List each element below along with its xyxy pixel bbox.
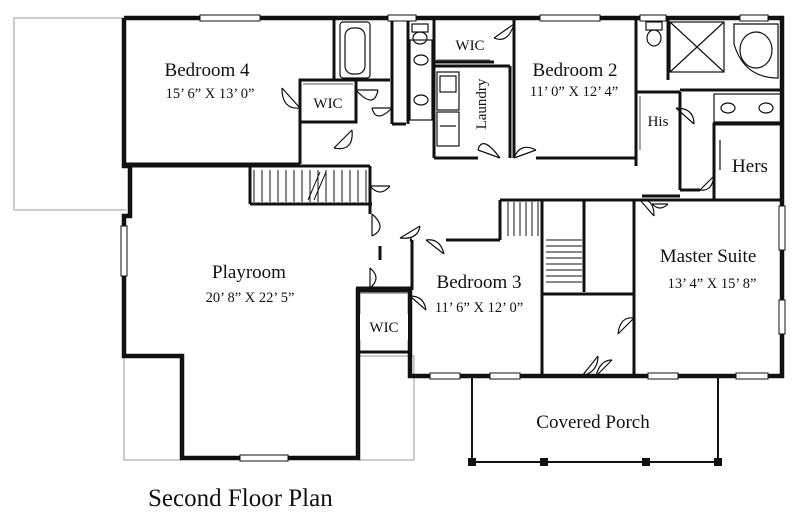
double-vanity-icon bbox=[713, 93, 783, 123]
bathtub-icon bbox=[339, 21, 371, 79]
bedroom3-name: Bedroom 3 bbox=[437, 272, 522, 293]
hers-closet-label: Hers bbox=[732, 156, 768, 177]
exterior-walls bbox=[121, 15, 785, 461]
master-suite-dims: 13’ 4” X 15’ 8” bbox=[668, 276, 757, 292]
his-closet-label: His bbox=[648, 114, 669, 130]
door-swings bbox=[281, 23, 715, 377]
dryer-icon bbox=[436, 111, 460, 147]
roof-outlines bbox=[13, 17, 415, 461]
bedroom4-name: Bedroom 4 bbox=[165, 60, 250, 81]
toilet-icon bbox=[646, 29, 662, 47]
porch-outline bbox=[471, 378, 719, 463]
bedroom4-dims: 15’ 6” X 13’ 0” bbox=[166, 86, 255, 102]
porch-posts bbox=[468, 458, 722, 466]
vanity-icon bbox=[409, 39, 433, 121]
top-wic-label: WIC bbox=[455, 38, 484, 54]
tub-icon bbox=[733, 23, 779, 79]
bedroom4-wic-label: WIC bbox=[313, 96, 342, 112]
playroom-name: Playroom bbox=[212, 262, 286, 283]
closet-rods bbox=[303, 59, 641, 294]
shower-icon bbox=[669, 21, 725, 73]
interior-walls bbox=[126, 20, 784, 376]
bath4-fixtures bbox=[339, 21, 433, 121]
laundry-fixtures bbox=[436, 71, 460, 147]
bedroom2-dims: 11’ 0” X 12’ 4” bbox=[530, 84, 618, 100]
plan-title: Second Floor Plan bbox=[148, 485, 333, 512]
windows bbox=[120, 14, 786, 462]
playroom-dims: 20’ 8” X 22’ 5” bbox=[206, 290, 295, 306]
covered-porch-label: Covered Porch bbox=[536, 412, 650, 433]
master-bath-fixtures bbox=[645, 21, 783, 170]
stair-treads-upper bbox=[253, 170, 367, 202]
bedroom3-dims: 11’ 6” X 12’ 0” bbox=[435, 300, 523, 316]
toilet-icon bbox=[412, 31, 428, 45]
washer-icon bbox=[436, 71, 460, 111]
master-suite-name: Master Suite bbox=[660, 246, 757, 267]
stair-treads-lower bbox=[507, 202, 582, 283]
bedroom3-wic-label: WIC bbox=[369, 320, 398, 336]
laundry-label: Laundry bbox=[474, 78, 490, 129]
bedroom2-name: Bedroom 2 bbox=[533, 60, 618, 81]
